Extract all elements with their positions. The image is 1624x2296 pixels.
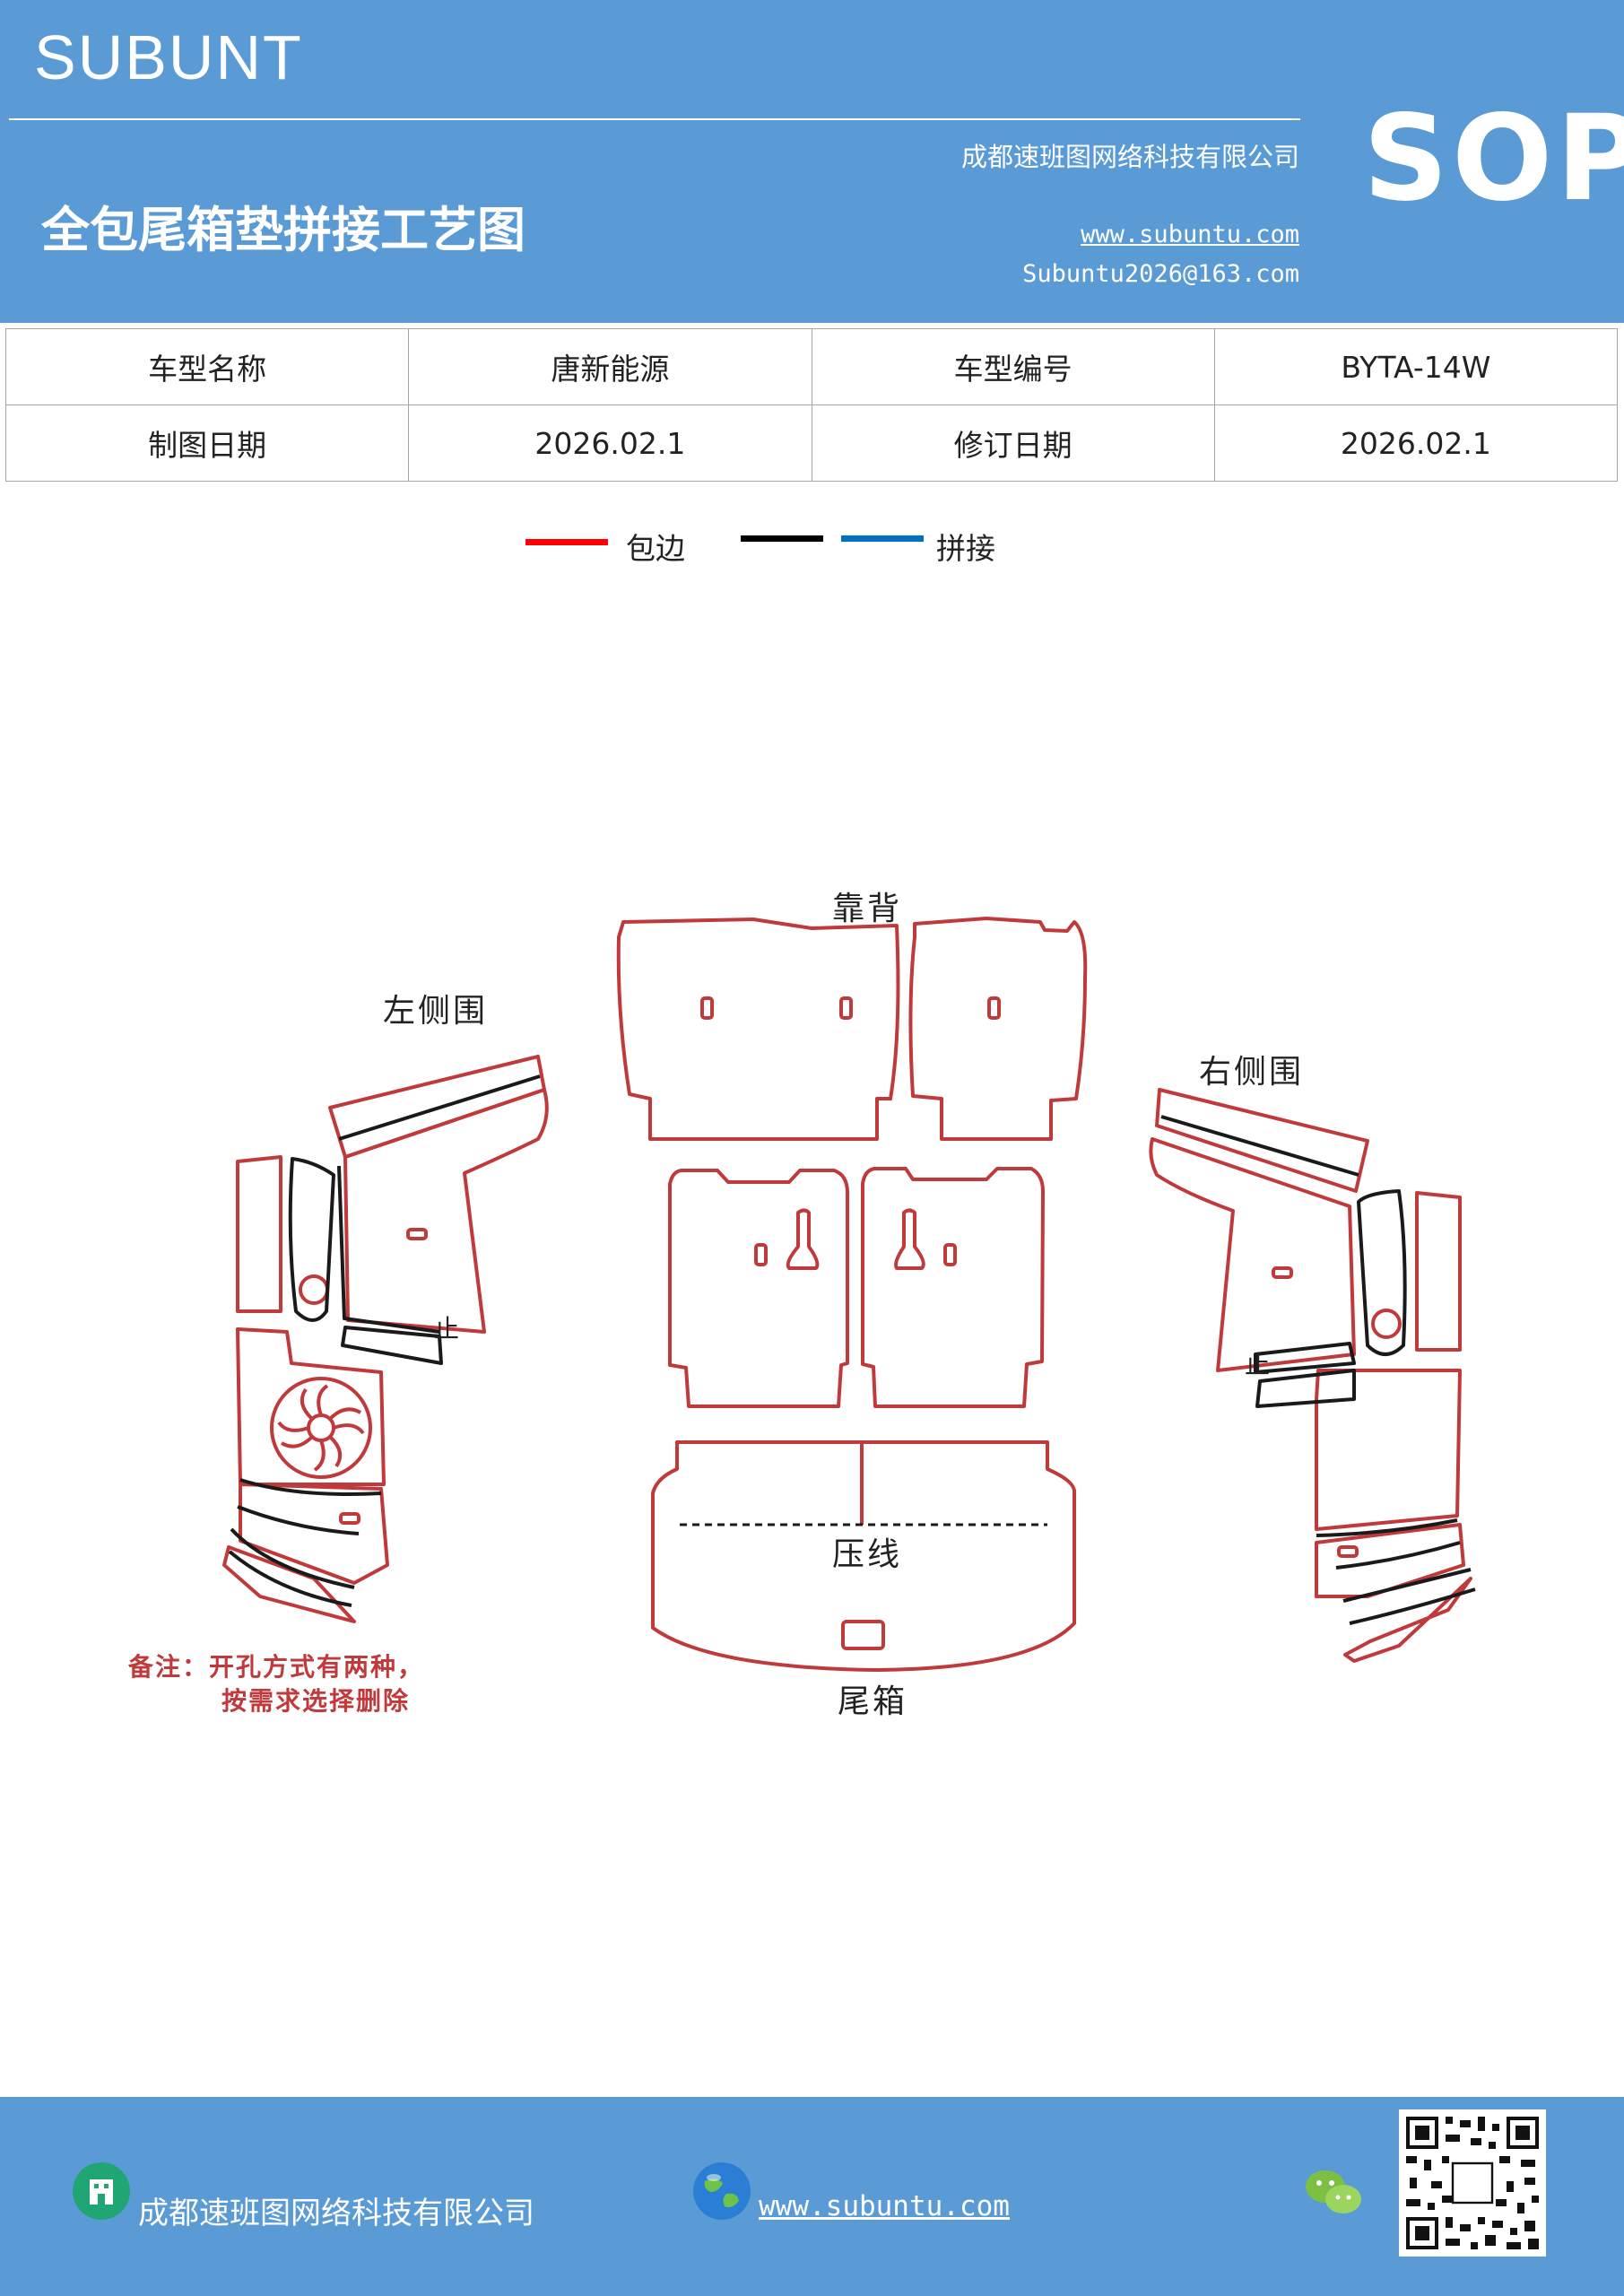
document-title: 全包尾箱垫拼接工艺图 <box>41 202 525 258</box>
left-side-hole <box>339 1512 360 1525</box>
seat-left-panel <box>668 1169 849 1408</box>
legend-label: 包边 <box>626 531 685 566</box>
vehicle-info-table: 车型名称 唐新能源 车型编号 BYTA-14W 制图日期 2026.02.1 修… <box>4 328 1619 482</box>
footer-company-name: 成都速班图网络科技有限公司 <box>138 2196 534 2231</box>
left-side-column <box>236 1155 282 1313</box>
backrest-hole <box>839 996 853 1020</box>
globe-icon <box>693 2162 751 2220</box>
right-side-column <box>1415 1191 1462 1352</box>
label-trunk: 尾箱 <box>838 1683 908 1720</box>
fan-blades <box>277 1384 365 1472</box>
table-cell: 修订日期 <box>811 404 1215 482</box>
legend-swatch-red <box>525 539 608 545</box>
header-divider <box>9 118 1300 120</box>
backrest-right-panel <box>908 917 1088 1141</box>
right-side-hole <box>1337 1545 1359 1558</box>
right-side-bottom-strip <box>1343 1577 1472 1663</box>
right-side-top-strip <box>1155 1088 1369 1193</box>
seam-line <box>1335 1541 1461 1570</box>
footer-banner: 成都速班图网络科技有限公司 www.subuntu.com <box>0 2097 1624 2296</box>
seam-line <box>228 1550 352 1607</box>
table-cell: 2026.02.1 <box>408 404 812 482</box>
table-cell: 唐新能源 <box>408 328 812 405</box>
label-stop-mark: 止 <box>1245 1350 1273 1379</box>
seam-line <box>338 1074 541 1141</box>
remark-line: 备注：开孔方式有两种， <box>128 1652 425 1682</box>
seat-hole <box>943 1243 957 1266</box>
seam-line <box>1342 1568 1472 1603</box>
label-backrest: 靠背 <box>832 891 903 927</box>
fan-emblem-outer <box>270 1377 372 1479</box>
company-building-icon <box>73 2162 130 2220</box>
seat-slot <box>786 1208 820 1270</box>
remark-note: 备注：开孔方式有两种， 按需求选择删除 <box>128 1650 424 1718</box>
seam-line <box>1160 1115 1359 1177</box>
label-stop-mark: 止 <box>434 1314 463 1344</box>
backrest-hole <box>700 996 714 1020</box>
website-link[interactable]: www.subuntu.com <box>1081 221 1299 248</box>
brand-name: SUBUNT <box>34 22 303 92</box>
seam-line <box>288 1157 335 1322</box>
legend-swatch-black <box>741 535 823 542</box>
cutting-pattern-drawing <box>222 917 1476 1672</box>
seat-right-panel <box>861 1167 1045 1408</box>
table-row: 车型名称 唐新能源 车型编号 BYTA-14W <box>4 328 1619 405</box>
trunk-panel <box>651 1440 1077 1672</box>
seam-line <box>337 1165 440 1334</box>
table-cell: BYTA-14W <box>1213 328 1619 405</box>
fan-emblem-inner <box>307 1413 335 1442</box>
left-side-lower-panel <box>236 1327 386 1486</box>
label-right-side: 右侧围 <box>1199 1054 1305 1091</box>
right-side-lower-panel <box>1315 1369 1462 1531</box>
right-side-hole <box>1272 1266 1293 1279</box>
label-left-side: 左侧围 <box>383 993 489 1030</box>
header-banner: SUBUNT 成都速班图网络科技有限公司 全包尾箱垫拼接工艺图 www.subu… <box>0 0 1624 323</box>
table-cell: 制图日期 <box>4 404 410 482</box>
seam-line <box>239 1478 382 1496</box>
seam-line <box>237 1505 360 1535</box>
seam-line <box>1349 1587 1476 1625</box>
left-side-hole <box>406 1228 428 1240</box>
table-row: 制图日期 2026.02.1 修订日期 2026.02.1 <box>4 404 1619 482</box>
legend: 包边 拼接 <box>0 525 1624 578</box>
right-side-round-hole <box>1371 1309 1402 1339</box>
footer-website-link[interactable]: www.subuntu.com <box>759 2190 1010 2222</box>
table-cell: 车型名称 <box>4 328 410 405</box>
table-cell: 2026.02.1 <box>1213 404 1619 482</box>
trunk-handle-slot <box>841 1620 885 1650</box>
company-name: 成都速班图网络科技有限公司 <box>960 142 1299 172</box>
seam-line <box>1254 1342 1356 1374</box>
email-address: Subuntu2026@163.com <box>1022 260 1299 288</box>
seam-line <box>341 1326 443 1365</box>
backrest-hole <box>987 996 1001 1020</box>
right-side-main-panel <box>1149 1137 1356 1372</box>
backrest-left-panel <box>616 918 900 1141</box>
remark-line: 按需求选择删除 <box>221 1686 411 1716</box>
wechat-icon[interactable] <box>1304 2167 1363 2219</box>
legend-label: 拼接 <box>936 531 995 566</box>
left-side-bottom-strip <box>239 1483 389 1585</box>
table-cell: 车型编号 <box>811 328 1215 405</box>
right-side-bottom-strip <box>1315 1523 1465 1598</box>
left-side-main-panel <box>343 1088 549 1334</box>
sop-badge: SOP <box>1363 90 1624 228</box>
label-crease: 压线 <box>832 1536 903 1573</box>
seam-line <box>230 1527 355 1589</box>
seat-slot <box>894 1208 925 1270</box>
seam-line <box>1255 1369 1356 1408</box>
qr-code-icon[interactable] <box>1399 2109 1546 2257</box>
legend-swatch-blue <box>841 535 924 542</box>
seam-line <box>1316 1518 1458 1537</box>
left-side-round-hole <box>299 1274 329 1305</box>
seat-hole <box>754 1243 768 1266</box>
seam-line <box>1357 1189 1407 1356</box>
